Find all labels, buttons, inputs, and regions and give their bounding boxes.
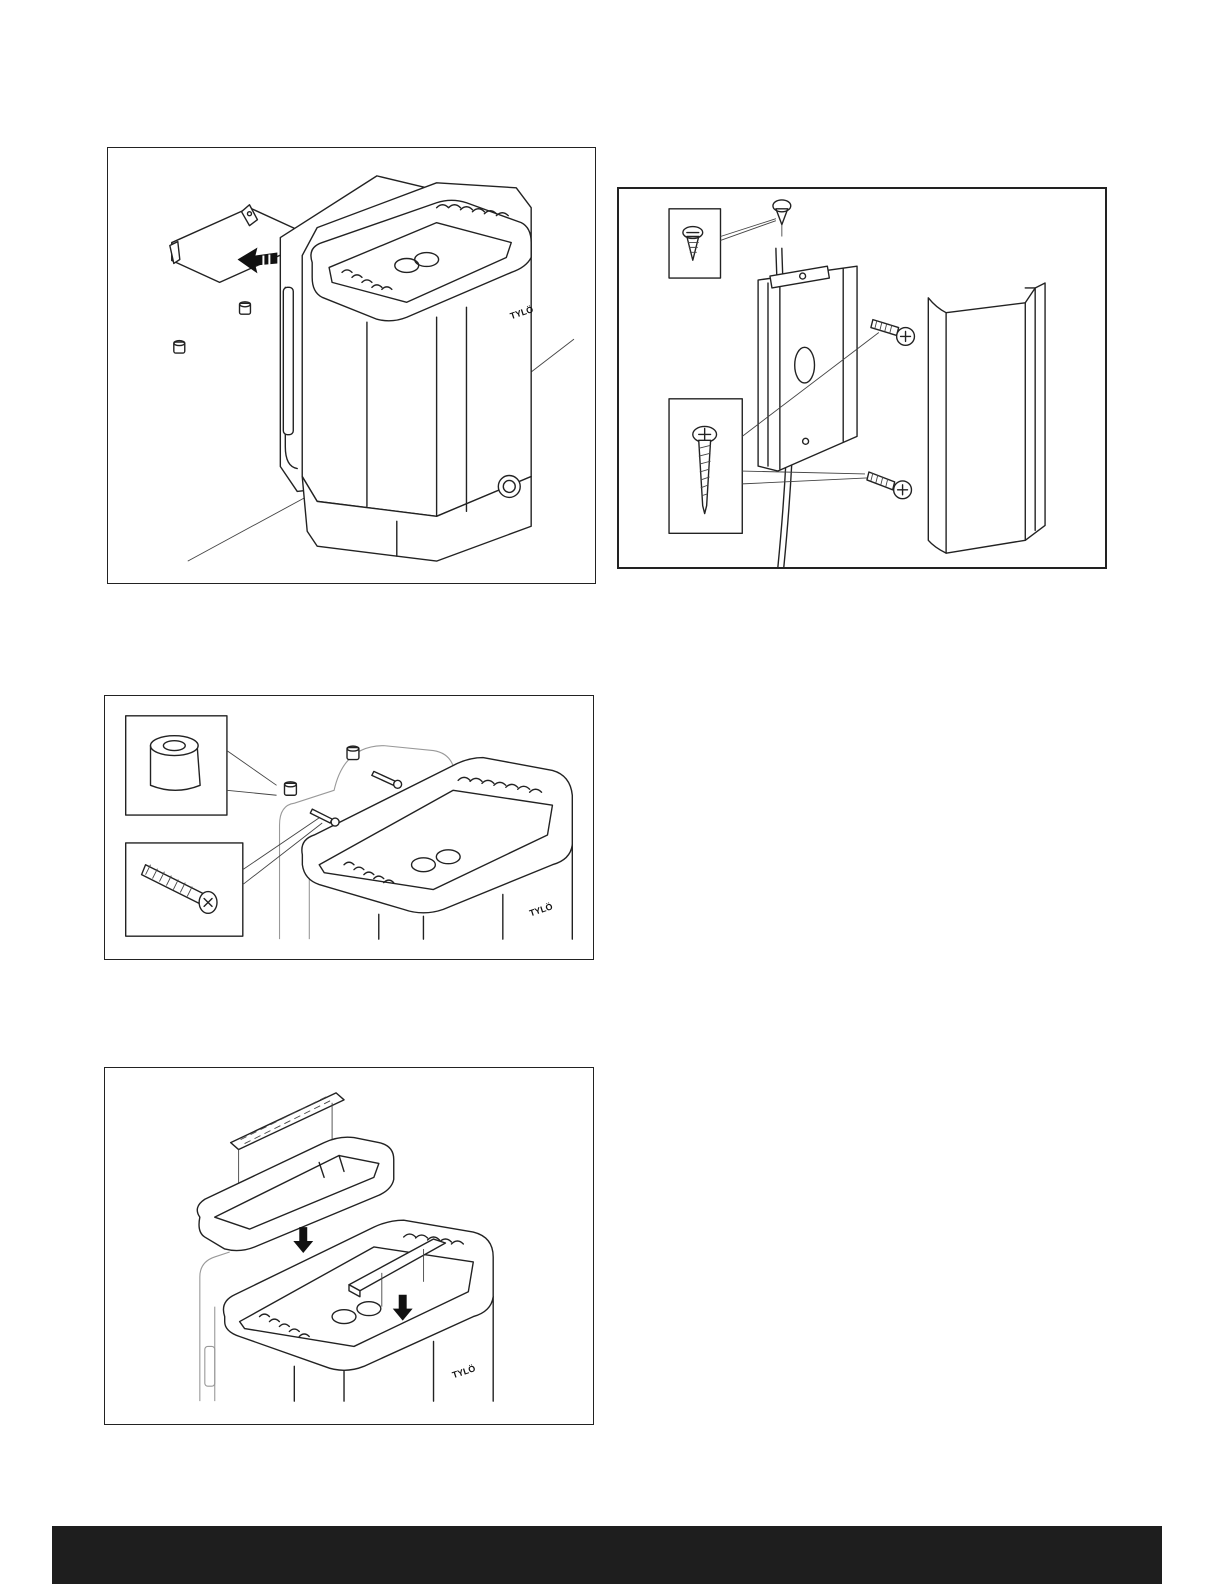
heater-body: TYLÖ (302, 183, 534, 561)
loose-screw-1 (310, 809, 339, 826)
feet-screws-illustration: TYLÖ (105, 696, 593, 959)
mounting-rail (758, 266, 857, 471)
top-screw (773, 200, 791, 237)
rubber-feet (174, 302, 251, 353)
inset-wood-screw (126, 843, 243, 936)
inset-top-screw (669, 209, 720, 278)
figure-feet-screws: TYLÖ (104, 695, 594, 960)
inset-long-screw (669, 399, 742, 534)
control-knob (498, 475, 520, 497)
figure-cover-screws (617, 187, 1107, 569)
figure-heater-wall-bracket: TYLÖ (107, 147, 596, 584)
cover-panel (928, 283, 1045, 553)
side-screw-upper (871, 320, 915, 346)
down-arrow-2 (293, 1227, 313, 1253)
inset-rubber-foot (126, 716, 227, 815)
cover-screws-illustration (619, 189, 1105, 567)
loose-screw-2 (372, 771, 402, 788)
heater-partial: TYLÖ (280, 746, 573, 940)
brand-logo: TYLÖ (528, 901, 554, 918)
heater-bracket-illustration: TYLÖ (108, 148, 595, 583)
figure-stone-grate: TYLÖ (104, 1067, 594, 1425)
footer-bar (52, 1526, 1162, 1584)
side-screw-lower (867, 472, 912, 499)
loose-foot-1 (284, 782, 296, 795)
wall-bracket (170, 205, 297, 283)
stone-grate-illustration: TYLÖ (105, 1068, 593, 1424)
brand-logo: TYLÖ (451, 1363, 477, 1380)
loose-foot-2 (347, 746, 359, 759)
